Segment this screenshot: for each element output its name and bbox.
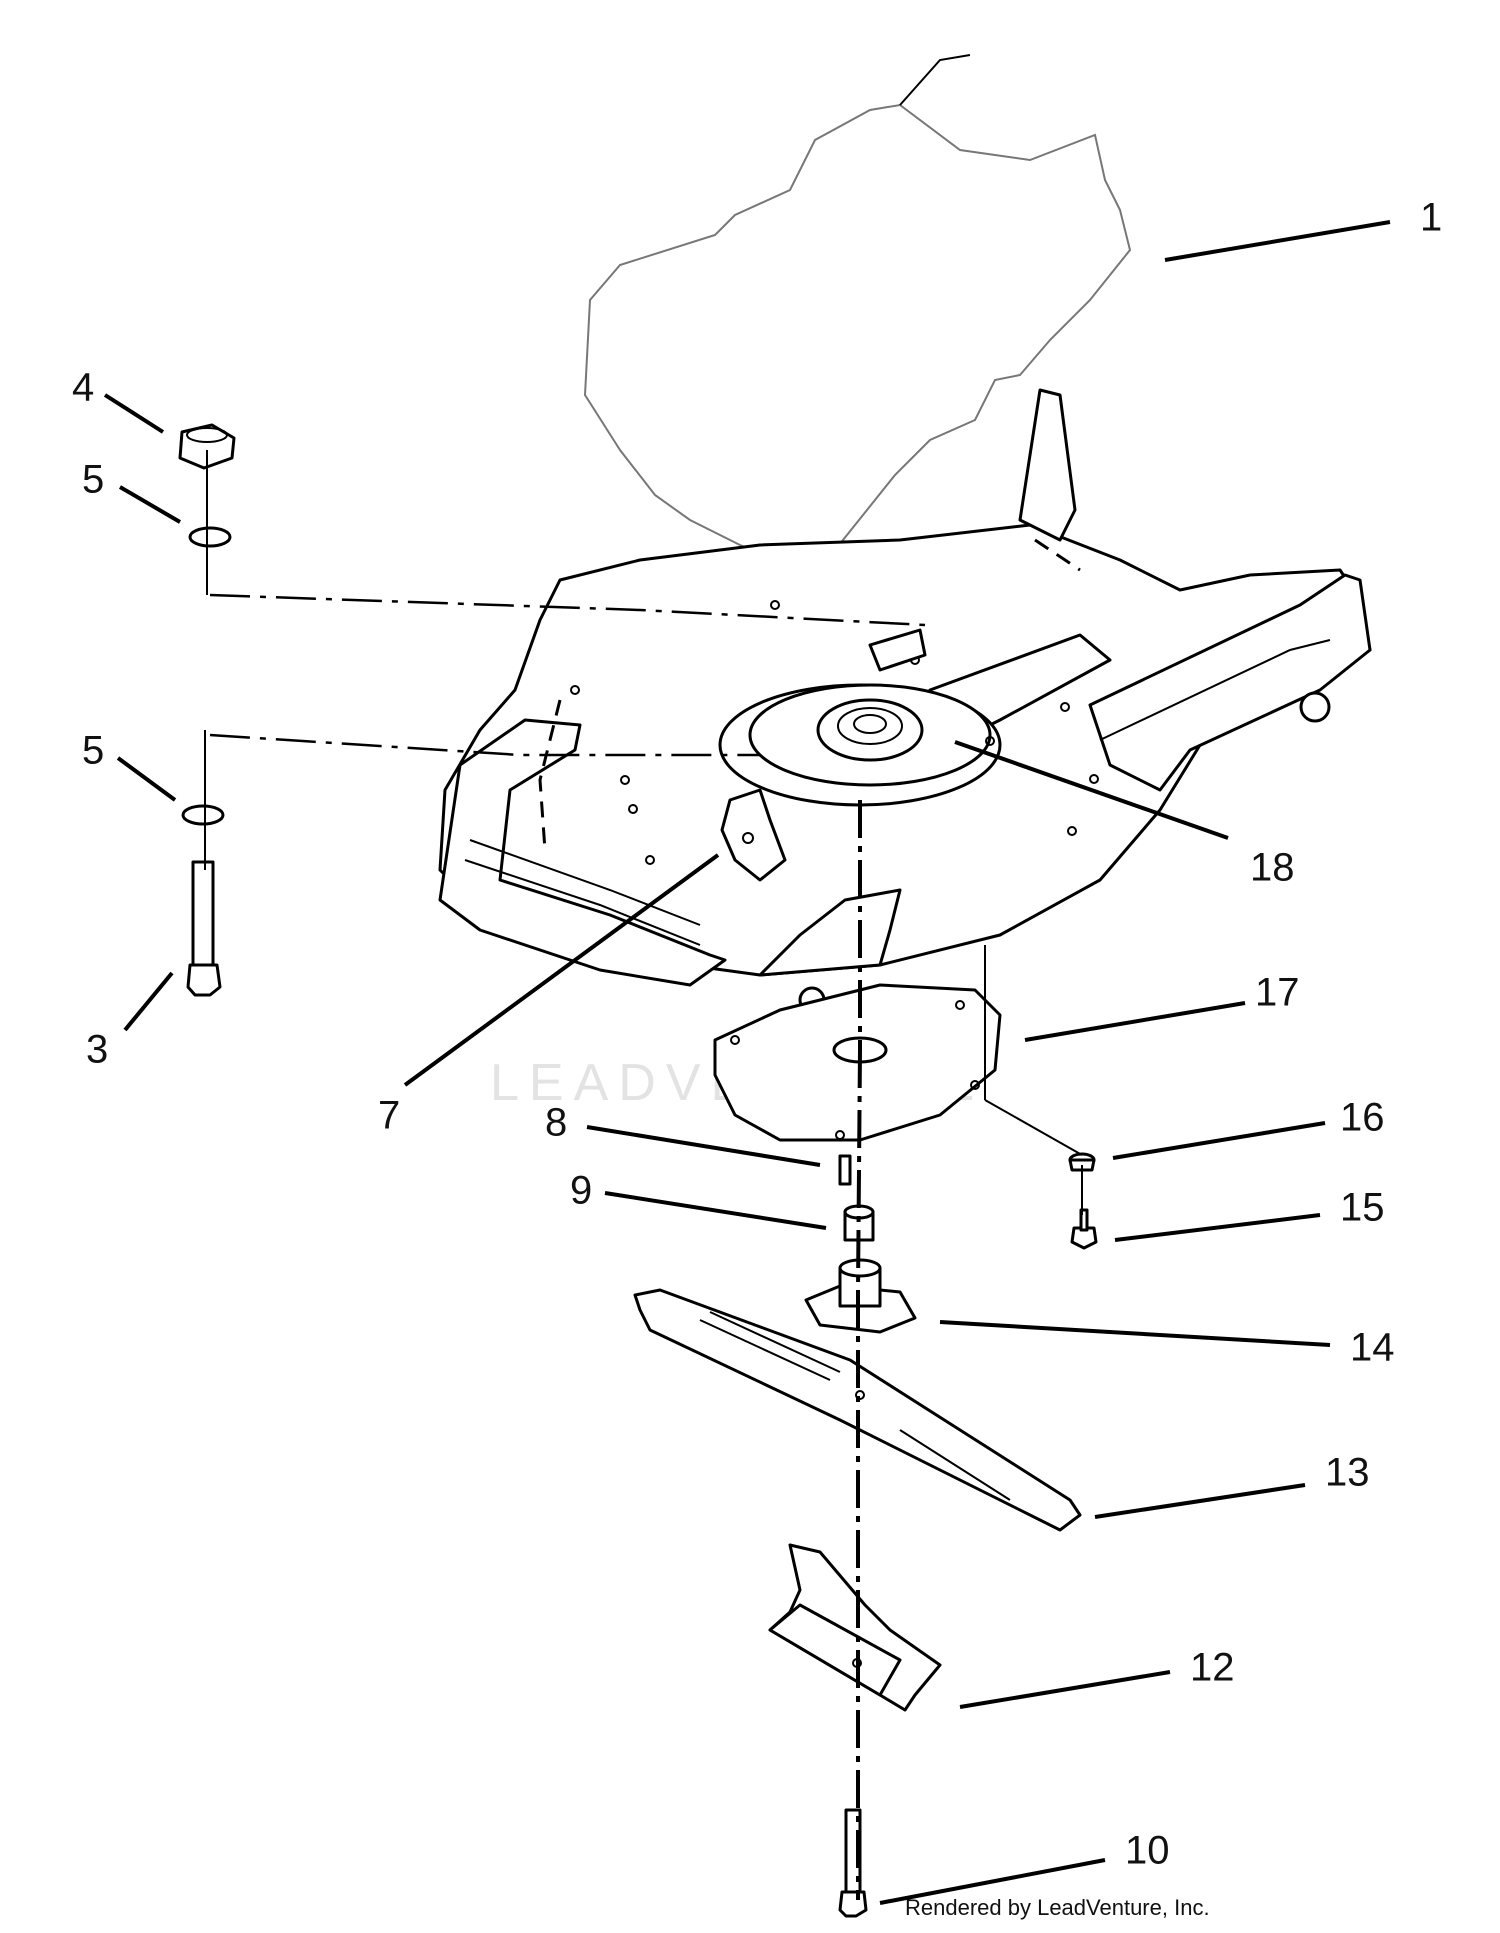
mower-deck [438, 388, 1372, 1014]
leader-5b [116, 756, 177, 802]
leader-16 [1112, 1121, 1326, 1160]
callout-12: 12 [1190, 1646, 1235, 1690]
blade-bolt-part-10 [838, 1808, 868, 1918]
callout-15: 15 [1340, 1186, 1385, 1230]
callout-8: 8 [545, 1101, 567, 1145]
leader-7 [403, 853, 720, 1087]
callout-4: 4 [72, 366, 94, 410]
screw-part-15 [1070, 1208, 1098, 1250]
key-part-8 [838, 1154, 852, 1186]
callout-9: 9 [570, 1169, 592, 1213]
bolt-part-3 [186, 860, 222, 997]
callout-14: 14 [1350, 1326, 1395, 1370]
leader-3 [123, 971, 174, 1032]
callout-3: 3 [86, 1028, 108, 1072]
leader-13 [1094, 1483, 1306, 1519]
callout-16: 16 [1340, 1096, 1385, 1140]
leader-14 [939, 1320, 1331, 1347]
leader-15 [1114, 1213, 1321, 1242]
leader-8 [586, 1125, 821, 1167]
leader-1 [1164, 220, 1391, 262]
callout-5-bottom: 5 [82, 729, 104, 773]
leader-4 [103, 393, 165, 434]
nut-part-16 [1068, 1152, 1096, 1172]
callout-13: 13 [1325, 1451, 1370, 1495]
assembly-centerlines [204, 450, 1083, 1900]
mulching-blade-part-12 [768, 1543, 942, 1712]
callout-10: 10 [1125, 1829, 1170, 1873]
callout-18: 18 [1250, 846, 1295, 890]
callout-17: 17 [1255, 971, 1300, 1015]
washer-part-5-bottom [181, 804, 225, 826]
leader-5a [118, 485, 182, 524]
callout-1: 1 [1420, 196, 1442, 240]
callout-7: 7 [378, 1094, 400, 1138]
blade-adapter-part-14 [804, 1258, 917, 1334]
render-credit: Rendered by LeadVenture, Inc. [905, 1895, 1210, 1920]
nut-part-4 [178, 423, 236, 470]
leader-12 [959, 1670, 1171, 1709]
leader-lines [103, 220, 1391, 1905]
callout-5-top: 5 [82, 458, 104, 502]
leader-9 [604, 1191, 827, 1230]
washer-part-5-top [188, 526, 232, 548]
callout-labels: 1 3 4 5 5 7 8 9 10 12 13 14 15 16 17 18 [72, 196, 1442, 1873]
leader-10 [879, 1858, 1106, 1905]
leader-17 [1024, 1001, 1246, 1042]
leader-18 [954, 740, 1229, 840]
